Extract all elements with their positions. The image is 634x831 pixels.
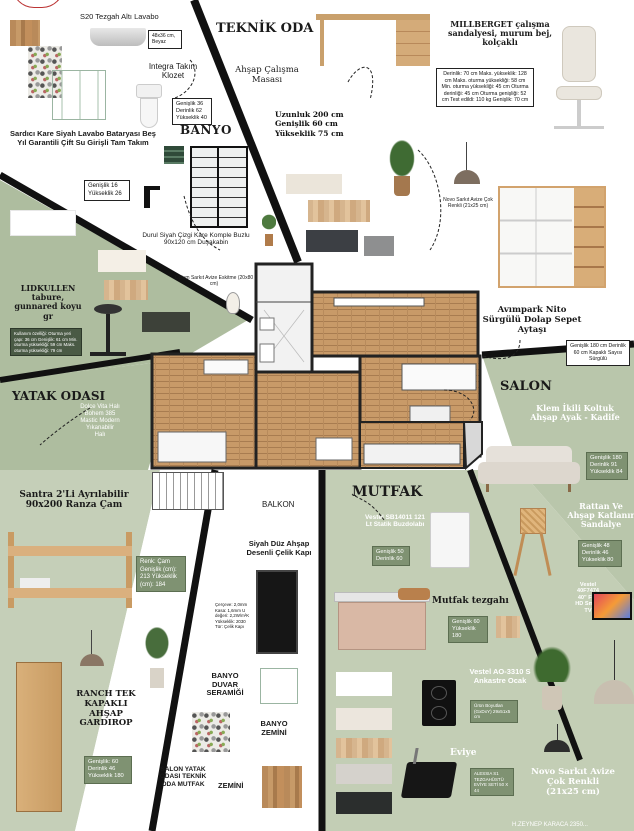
wardrobe-sliding-image [498, 186, 606, 288]
palette-swatch [336, 738, 392, 758]
palette-swatch [336, 708, 392, 730]
kabin-title: Durul Siyah Çizgi Kare Komple Buzlu 90x1… [142, 232, 250, 247]
palm-plant-image [524, 636, 580, 716]
banyo-duvar-label: BANYO DUVAR SERAMİĞİ [206, 671, 244, 698]
cooktop-image [422, 680, 456, 726]
palette-swatch [336, 792, 392, 814]
masa-dims: Uzunluk 200 cm Genişlik 60 cm Yükseklik … [275, 110, 344, 138]
buzdolabi-dims: Genişlik 50 Derinlik 60 [372, 546, 410, 566]
wall-tile-swatch [260, 668, 298, 704]
opium-avize-title: Opium Sarkıt Avize Eskitme (20x80 cm) [174, 275, 254, 287]
palette-swatch [286, 174, 342, 194]
palette-swatch [142, 312, 190, 332]
desk-image [316, 14, 430, 66]
towel-stack [164, 146, 184, 164]
palette-swatch [98, 250, 146, 272]
koltuk-dims: Genişlik 180 Derinlik 91 Yükseklik 84 [586, 452, 628, 480]
sink-kitchen-image [400, 748, 458, 798]
katlanir-dims: Genişlik 48 Derinlik 46 Yükseklik 80 [578, 540, 622, 567]
kapi-title: Siyah Düz Ahşap Desenli Çelik Kapı [246, 539, 312, 557]
klozet-dims: Genişlik 36 Derinlik 62 Yükseklik 40 [172, 98, 212, 125]
pendant-lamp-novo-small [452, 142, 482, 190]
steel-door-image [256, 570, 298, 654]
palette-swatch [10, 210, 76, 236]
eviye-title: Eviye [450, 748, 477, 758]
wardrobe-image [16, 662, 62, 812]
zemin-list: SALON YATAK ODASI TEKNİK ODA MUTFAK [159, 766, 207, 788]
ranza-dims: Renk: Çam Genişlik (cm): 213 Yükseklik (… [136, 556, 186, 592]
masa-title: Ahşap Çalışma Masası [235, 65, 299, 85]
hali-title: Dolce Vita Halı Bohem 385 Mastic Modern … [80, 404, 120, 438]
buzdolabi-title: Vestel SB14011 121 Lt Statik Buzdolabı [365, 514, 425, 529]
zemin-label: ZEMİNİ [218, 781, 244, 790]
plant-small [260, 210, 278, 250]
tezgah-mutfak-dims: Genişlik 60 Yükseklik 180 [448, 616, 488, 643]
tv-image [592, 592, 632, 620]
tabure-specs: Kullanım özelliği: Oturma yeri çapı: 36 … [10, 328, 82, 356]
teknik-section-label: TEKNİK ODA [216, 21, 314, 36]
dolap-dims: Genişlik 180 cm Derinlik 60 cm Kapaklı S… [566, 340, 630, 366]
footer-author: H.ZEYNEP KARACA 2350... [512, 822, 588, 828]
pendant-lamp-opium [226, 292, 240, 314]
stool-image [88, 304, 128, 362]
pendant-lamp-novo-large [594, 640, 634, 720]
floor-plan [148, 262, 486, 472]
pendant-lamp-small-kitchen [544, 724, 570, 754]
novo-avize-large-title: Novo Sarkıt Avize Çok Renkli (21x25 cm) [531, 767, 615, 797]
balcony-stripes [152, 472, 224, 510]
salon-section-label: SALON [500, 379, 552, 394]
gardirop-dims: Genişlik: 60 Derinlik 46 Yükseklik 180 [84, 756, 132, 784]
sandalye-title: MILLBERGET çalışma sandalyesi, murum bej… [447, 19, 553, 48]
tezgah-mutfak-title: Mutfak tezgahı [432, 596, 509, 606]
tezgah-title: S20 Tezgah Altı Lavabo [80, 12, 159, 21]
plant-bedroom [140, 620, 174, 690]
palette-swatch [104, 280, 148, 300]
floor-terrazzo-swatch [192, 712, 230, 752]
wood-swatch [10, 20, 40, 46]
sofa-image [478, 446, 580, 494]
sink-image [90, 28, 146, 46]
green-tile-swatch [52, 70, 106, 120]
palette-swatch [308, 200, 370, 222]
katlanir-title: Rattan Ve Ahşap Katlanır Sandalye [567, 501, 634, 530]
office-chair-image [548, 26, 610, 144]
folding-chair-image [513, 508, 560, 578]
ocak-dims: Ürün Boyutları (GxDxY) 29x51x5 cm [470, 700, 518, 724]
mutfak-section-label: MUTFAK [352, 484, 423, 500]
palette-swatch [364, 236, 394, 256]
eviye-dims: ALESSIA S1 TEZGAHÜSTÜ EVİYE SETİ 50 X 44 [470, 768, 514, 796]
novo-avize-small-title: Novo Sarkıt Avize Çok Renkli (21x25 cm) [443, 197, 493, 209]
banyo-zemin-label: BANYO ZEMİNİ [260, 719, 288, 737]
yatak-section-label: YATAK ODASI [12, 389, 106, 403]
floor-wood-swatch [262, 766, 302, 808]
ocak-title: Vestel AO-3310 S Ankastre Ocak [469, 667, 531, 685]
tabure-title: LIDKULLEN tabure, gunnared koyu gr [14, 283, 82, 321]
plant-image [384, 132, 420, 198]
ranza-title: Santra 2'Li Ayrılabilir 90x200 Ranza Çam [19, 490, 129, 511]
counter-wood-swatch [496, 616, 520, 638]
faucet-image [138, 178, 160, 208]
dolap-title: Avımpark Nito Sürgülü Dolap Sepet Aytaşı [482, 305, 582, 335]
tezgah-dims: 48x36 cm, Beyaz [148, 30, 182, 49]
fridge-image [430, 512, 470, 568]
pendant-lamp-bedroom [80, 630, 104, 670]
sandalye-specs: Derinlik: 70 cm Maks. yükseklik: 128 cm … [436, 68, 534, 107]
batarya-dims: Genişlik 16 Yükseklik 26 [84, 180, 130, 201]
shower-cabin-image [190, 146, 248, 228]
palette-swatch [336, 672, 392, 696]
palette-swatch [306, 230, 358, 252]
kapi-specs: Çerçeve: 2,0mm Kasa: 1,6mm U değeri: 2,2… [215, 602, 250, 629]
koltuk-title: Klem İkili Koltuk Ahşap Ayak - Kadife [530, 403, 620, 423]
kitchen-counter-image [334, 588, 430, 652]
toilet-image [134, 84, 164, 128]
gardirop-title: RANCH TEK KAPAKLI AHŞAP GARDIROP [76, 689, 136, 729]
batarya-title: Sardıcı Kare Siyah Lavabo Bataryası Beş … [10, 129, 156, 147]
palette-swatch [336, 764, 392, 784]
banyo-section-label: BANYO [180, 123, 232, 137]
bunk-bed-image [8, 532, 134, 608]
klozet-title: Integra Takım Klozet [148, 62, 198, 81]
balkon-label: BALKON [262, 500, 295, 509]
tv-title: Vestel 40F7474 40" Full HD Smart TV [575, 582, 601, 614]
